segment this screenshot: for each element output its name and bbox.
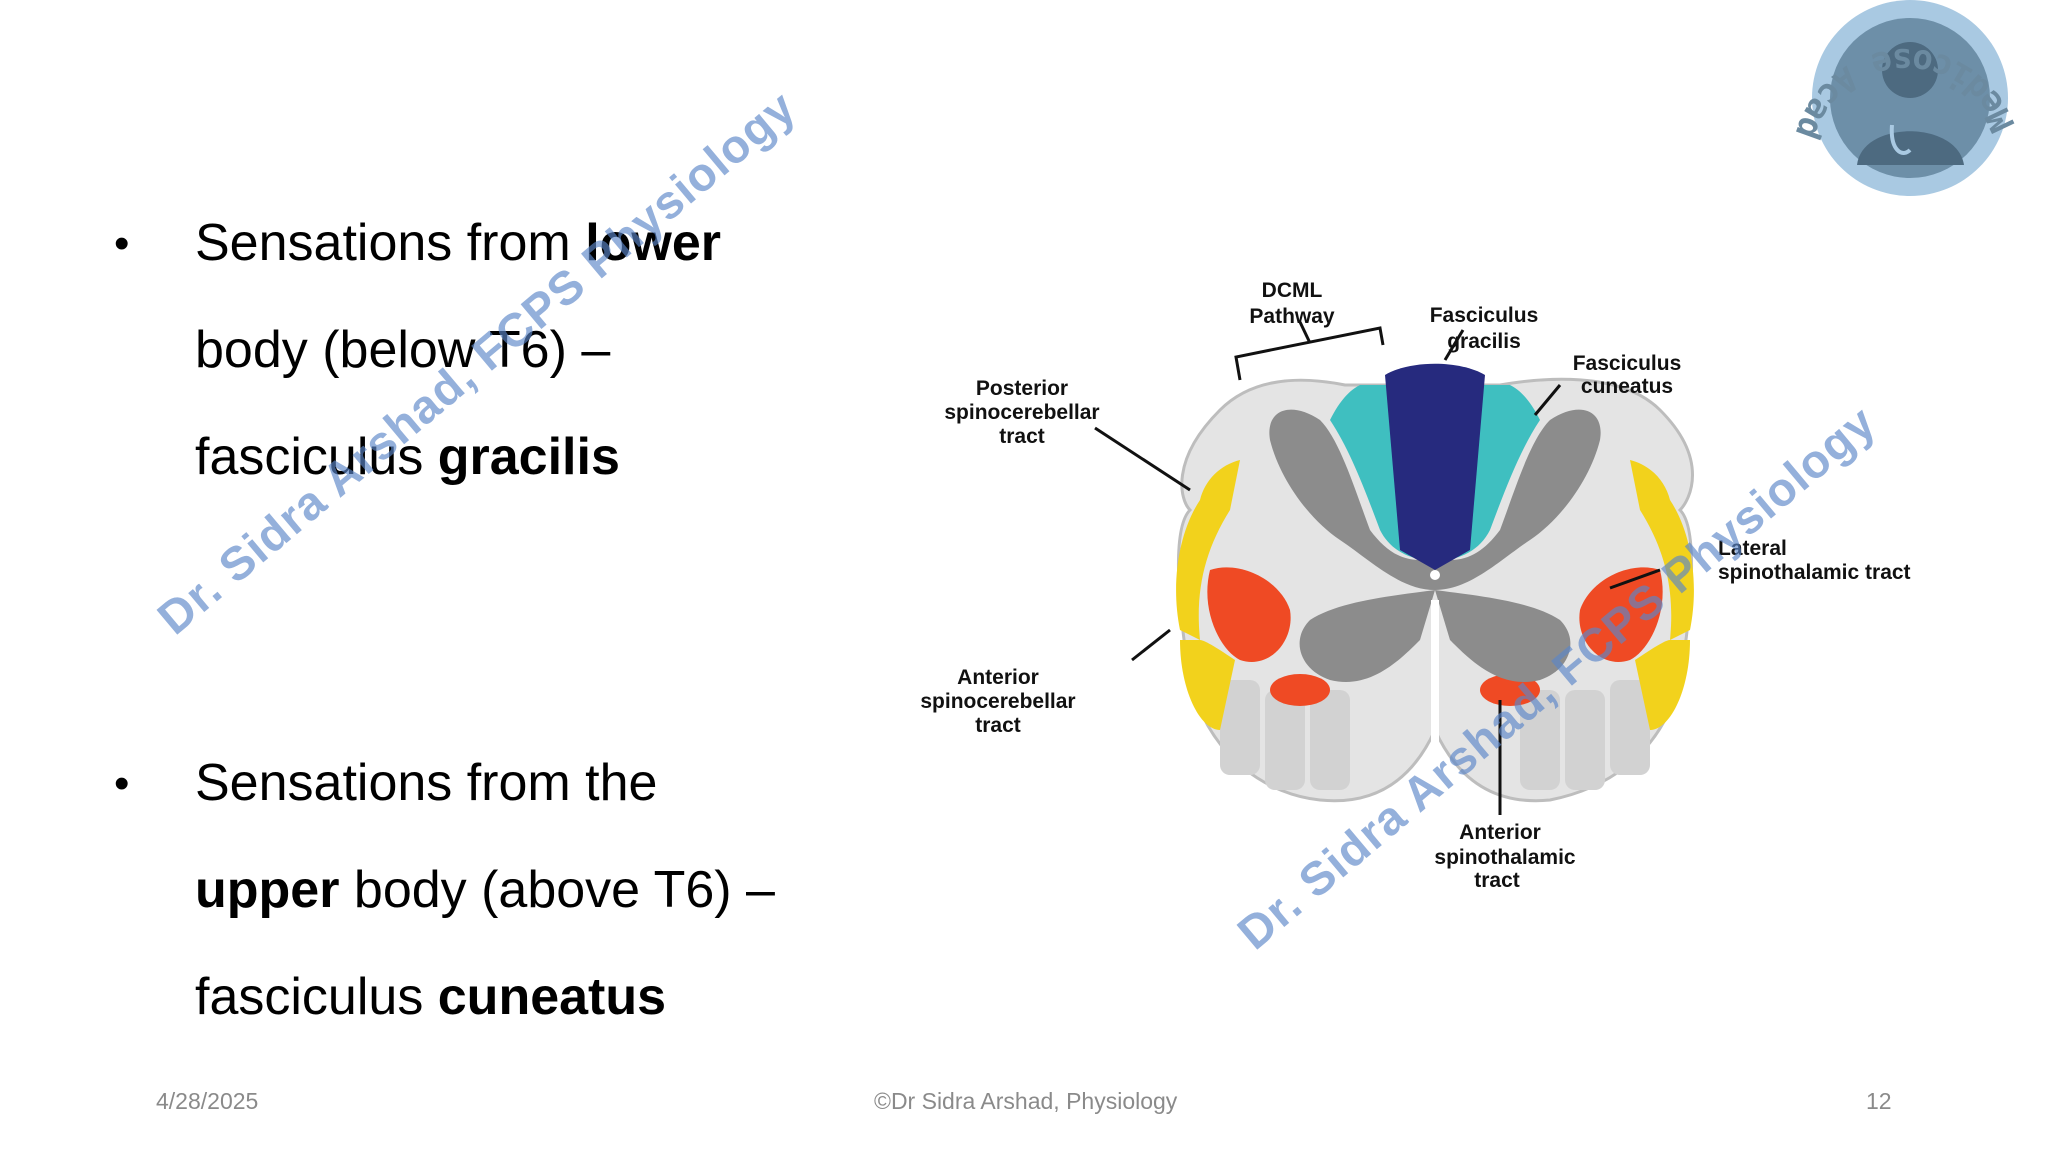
ventral-roots [1220, 680, 1650, 790]
bullet-line: Sensations from the [195, 754, 658, 812]
label-cuneatus: Fasciculus [1573, 352, 1682, 375]
label-gracilis: Fasciculus [1430, 304, 1539, 327]
bullet-bold-text: upper [195, 861, 340, 919]
bullet-bold-text: cuneatus [437, 968, 667, 1026]
page-number: 12 [1866, 1088, 1892, 1114]
label-anterior-spinocerebellar: spinocerebellar [920, 690, 1075, 713]
bullet-bold-text: lower [585, 214, 722, 272]
bullet-text: fasciculus [195, 968, 438, 1026]
spinothalamic-left-anterior [1270, 674, 1330, 706]
spinocerebellar-right [1630, 460, 1694, 640]
footer-copyright: ©Dr Sidra Arshad, Physiology [874, 1088, 1178, 1114]
bullet-bold-text: gracilis [437, 428, 620, 486]
label-anterior-spinocerebellar: Anterior [957, 666, 1039, 689]
spinocerebellar-right-lower [1635, 640, 1690, 730]
bullet-line: Sensations from lower [152, 190, 721, 297]
label-cuneatus: cuneatus [1581, 375, 1673, 398]
bullet-line: body (below T6) – [195, 321, 611, 379]
spinothalamic-right [1579, 567, 1663, 662]
bullet-dot-icon: • [114, 759, 130, 808]
spinothalamic-right-anterior [1480, 674, 1540, 706]
label-anterior-spinothalamic: spinothalamic [1434, 846, 1576, 869]
label-posterior-spinocerebellar: tract [999, 425, 1045, 448]
gray-matter [1269, 409, 1601, 682]
spinal-cord-diagram: DCML Pathway Fasciculus gracilis Fascicu… [920, 279, 1911, 892]
spinocerebellar-left [1176, 460, 1240, 640]
bullet-upper-body: • Sensations from the upper body (above … [114, 730, 775, 1051]
bullet-line: upper body (above T6) – [152, 837, 775, 944]
footer-date: 4/28/2025 [156, 1088, 259, 1114]
bullet-line: fasciculus cuneatus [152, 944, 775, 1051]
label-lateral-spinothalamic: spinothalamic tract [1718, 561, 1911, 584]
leader-lines [1094, 321, 1661, 815]
label-anterior-spinocerebellar: tract [975, 714, 1021, 737]
label-posterior-spinocerebellar: spinocerebellar [944, 401, 1099, 424]
label-lateral-spinothalamic: Lateral [1718, 537, 1787, 560]
spinothalamic-left [1207, 567, 1291, 662]
label-posterior-spinocerebellar: Posterior [976, 377, 1068, 400]
central-canal [1430, 570, 1440, 580]
label-dcml: Pathway [1249, 305, 1335, 328]
bullet-lower-body: • Sensations from lower body (below T6) … [114, 190, 721, 511]
bullet-line: fasciculus gracilis [152, 404, 721, 511]
bullet-text: Sensations from [195, 214, 586, 272]
label-anterior-spinothalamic: tract [1474, 869, 1520, 892]
label-gracilis: gracilis [1447, 330, 1521, 353]
label-anterior-spinothalamic: Anterior [1459, 821, 1541, 844]
spinocerebellar-left-lower [1180, 640, 1235, 730]
medicose-academics-logo: Medicose Academics [1786, 0, 2048, 227]
bullet-text: fasciculus [195, 428, 438, 486]
bullet-dot-icon: • [114, 219, 130, 268]
label-dcml: DCML [1262, 279, 1323, 302]
bullet-text: body (above T6) – [339, 861, 775, 919]
fasciculus-gracilis [1385, 363, 1485, 570]
